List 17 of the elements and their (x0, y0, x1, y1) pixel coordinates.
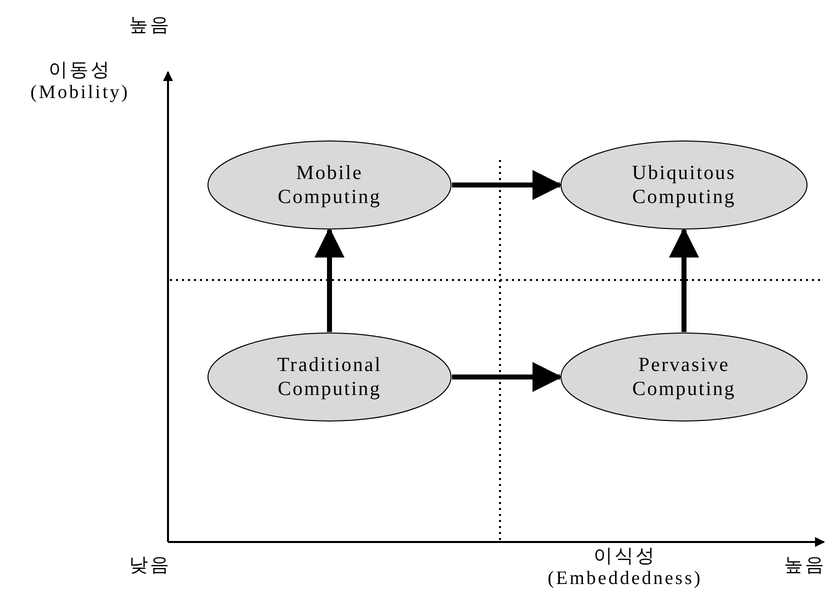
node-label: Mobile Computing (276, 161, 382, 209)
node-label: Traditional Computing (276, 353, 383, 401)
arrow (452, 362, 562, 392)
axis-label: 높음 (128, 15, 172, 37)
arrow (314, 228, 344, 332)
axis-label: 높음 (783, 555, 827, 577)
arrow (452, 170, 562, 200)
axis-label: 이동성 (Mobility) (29, 60, 131, 104)
ellipse-node (207, 140, 452, 230)
node-label: Ubiquitous Computing (631, 161, 737, 209)
axis-label: 낮음 (128, 555, 172, 577)
axis-label: 이식성 (Embeddedness) (546, 546, 704, 590)
arrow (669, 228, 699, 332)
node-label: Pervasive Computing (631, 353, 737, 401)
ellipse-node (560, 140, 808, 230)
ellipse-node (560, 332, 808, 422)
ellipse-node (207, 332, 452, 422)
